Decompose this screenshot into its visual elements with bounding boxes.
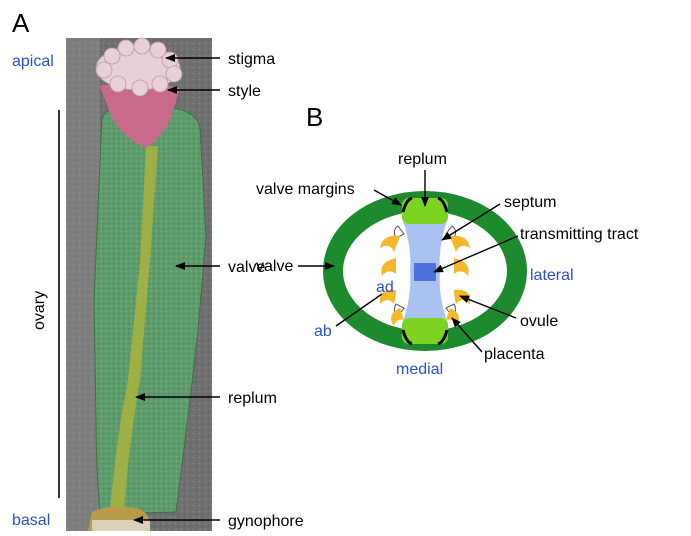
transmitting-tract-label: transmitting tract xyxy=(520,226,639,243)
gynophore-label: gynophore xyxy=(228,513,304,530)
transmitting-tract xyxy=(414,263,436,281)
ovule-label: ovule xyxy=(520,313,558,330)
septum-label: septum xyxy=(504,194,556,211)
ab-label: ab xyxy=(314,323,332,340)
lateral-label: lateral xyxy=(530,267,574,284)
replum-label-b: replum xyxy=(398,151,447,168)
panel-b: B xyxy=(256,102,639,378)
valve-label-b: valve xyxy=(256,258,293,275)
apical-label: apical xyxy=(12,53,54,70)
panel-b-letter: B xyxy=(306,102,323,132)
placenta-label: placenta xyxy=(484,346,545,363)
valve-margins-label: valve margins xyxy=(256,181,355,198)
ovary-label: ovary xyxy=(31,291,48,330)
basal-label: basal xyxy=(12,512,50,529)
ad-label: ad xyxy=(376,279,394,296)
style-label: style xyxy=(228,83,261,100)
stigma-label: stigma xyxy=(228,51,275,68)
panel-a-letter: A xyxy=(12,8,30,38)
replum-label-a: replum xyxy=(228,390,277,407)
medial-label: medial xyxy=(396,361,443,378)
